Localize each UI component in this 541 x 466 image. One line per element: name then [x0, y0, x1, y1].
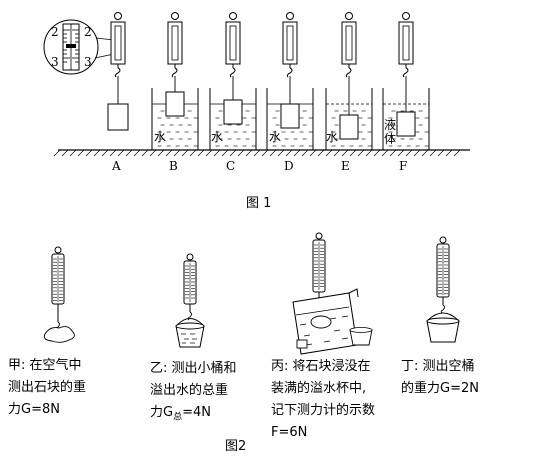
station-label-a: A — [112, 159, 121, 173]
panel-yi-line-2: 溢出水的总重 — [150, 383, 229, 398]
liquid-label-bottom: 体 — [384, 132, 397, 146]
panel-jia-drawing — [43, 246, 75, 343]
panel-jia-line-1: 甲: 在空气中 — [8, 358, 82, 373]
scale-magnifier — [43, 19, 115, 75]
panel-bing-line-4: F=6N — [271, 425, 308, 440]
liquid-label-top: 液 — [384, 118, 397, 132]
panel-ding-line-2: 的重力G=2N — [401, 381, 479, 396]
panel-yi-line-3: 力G总=4N — [150, 402, 237, 429]
dial-tick-3-left: 3 — [51, 55, 59, 69]
panel-bing-caption: 丙: 将石块浸没在 装满的溢水杯中, 记下测力计的示数 F=6N — [271, 356, 375, 444]
station-label-d: D — [284, 159, 294, 173]
water-label-d: 水 — [269, 130, 282, 144]
water-label-b: 水 — [154, 130, 167, 144]
panel-jia-line-2: 测出石块的重 — [8, 380, 87, 395]
panel-yi-line-1: 乙: 测出小桶和 — [150, 361, 237, 376]
container-f — [382, 76, 430, 150]
water-label-e: 水 — [326, 130, 339, 144]
dial-tick-2-right: 2 — [84, 25, 92, 39]
panel-yi-drawing — [175, 253, 205, 348]
spring-scale-b — [167, 12, 183, 78]
panel-bing-line-1: 丙: 将石块浸没在 — [271, 359, 371, 374]
spring-scale-c — [225, 12, 241, 78]
station-label-f: F — [399, 159, 408, 173]
container-d — [266, 76, 314, 150]
dial-tick-2-left: 2 — [51, 25, 59, 39]
panel-ding-caption: 丁: 测出空桶 的重力G=2N — [401, 356, 479, 400]
spring-scale-f — [398, 12, 414, 78]
water-label-c: 水 — [211, 130, 224, 144]
container-e — [325, 76, 373, 150]
panel-bing-drawing — [292, 232, 373, 355]
panel-jia-caption: 甲: 在空气中 测出石块的重 力G=8N — [8, 355, 86, 421]
block-a — [107, 76, 129, 131]
dial-tick-3-right: 3 — [84, 55, 92, 69]
panel-ding-drawing — [426, 236, 460, 343]
station-label-c: C — [226, 159, 236, 173]
panel-jia-line-3: 力G=8N — [8, 402, 60, 417]
spring-scale-a — [110, 12, 126, 78]
panel-yi-caption: 乙: 测出小桶和 溢出水的总重 力G总=4N — [150, 358, 237, 429]
spring-scale-d — [282, 12, 298, 78]
container-b — [151, 76, 199, 150]
spring-scale-e — [341, 12, 357, 78]
panel-yi-subscript: 总 — [173, 412, 183, 423]
panel-yi-line-3-suffix: =4N — [182, 405, 211, 420]
station-label-e: E — [341, 159, 350, 173]
figure2-caption: 图2 — [225, 439, 247, 454]
ground-line — [53, 149, 470, 157]
panel-bing-line-2: 装满的溢水杯中, — [271, 381, 367, 396]
panel-yi-line-3-prefix: 力G — [150, 405, 174, 420]
panel-ding-line-1: 丁: 测出空桶 — [401, 359, 475, 374]
station-label-b: B — [169, 159, 178, 173]
container-c — [209, 76, 257, 150]
figure1-caption: 图 1 — [246, 196, 272, 211]
panel-bing-line-3: 记下测力计的示数 — [271, 403, 376, 418]
